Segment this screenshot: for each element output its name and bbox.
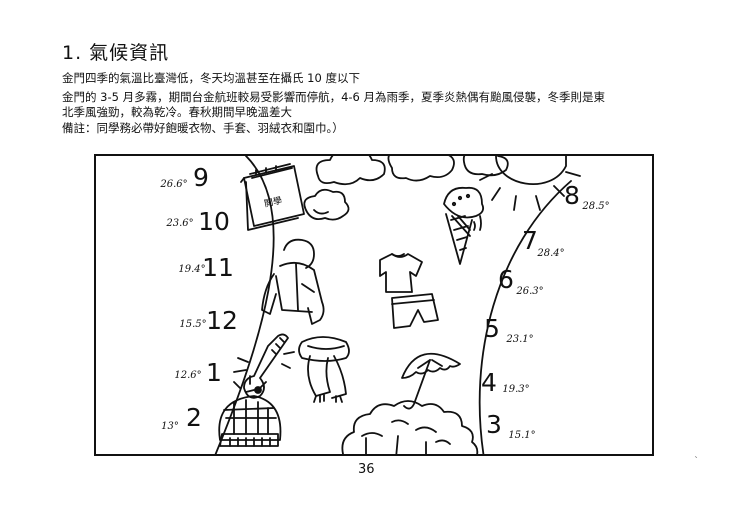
jacket-icon (261, 238, 325, 325)
month-label: 8 (564, 181, 580, 210)
temperature-label: 23.6° (166, 218, 194, 229)
month-label: 7 (522, 226, 538, 255)
ice-cream-icon (443, 186, 485, 265)
temperature-label: 15.1° (508, 430, 536, 441)
cloud-icon (303, 188, 350, 221)
calendar-label: 開學 (263, 194, 283, 209)
climate-paragraph-3: 北季風強勁，較為乾冷。春秋期間早晚溫差大 (62, 105, 292, 119)
month-label: 11 (202, 253, 234, 282)
section-title: 1. 氣候資訊 (62, 42, 170, 64)
month-label: 9 (193, 163, 209, 192)
temperature-label: 19.3° (502, 384, 530, 395)
climate-illustration: 開學 9 26.6° 10 23.6° 11 19.4° 12 15.5° 1 … (94, 154, 654, 456)
sun-icon (479, 156, 581, 211)
temperature-label: 19.4° (178, 264, 206, 275)
thermometer-icon (233, 333, 295, 399)
month-label: 2 (186, 403, 202, 432)
month-label: 1 (206, 358, 222, 387)
page-number: 36 (358, 462, 375, 477)
t-shirt-icon (379, 253, 423, 293)
climate-paragraph-2: 金門的 3-5 月多霧，期間台金航班較易受影響而停航，4-6 月為雨季，夏季炎熱… (62, 90, 606, 104)
month-label: 4 (481, 368, 497, 397)
trees-icon (341, 400, 479, 454)
cloud-icon (387, 156, 455, 182)
temperature-label: 13° (161, 421, 179, 432)
climate-paragraph-1: 金門四季的氣溫比臺灣低，冬天均溫甚至在攝氏 10 度以下 (62, 71, 360, 85)
temperature-label: 28.5° (582, 201, 610, 212)
left-arc (214, 156, 275, 454)
cloud-icon (315, 156, 386, 186)
temperature-label: 15.5° (179, 319, 207, 330)
month-label: 6 (498, 265, 514, 294)
umbrella-icon (401, 352, 461, 410)
climate-note: 備註：同學務必帶好飽暖衣物、手套、羽絨衣和圍巾。） (62, 121, 344, 135)
month-label: 5 (484, 314, 500, 343)
scarf-icon (298, 336, 350, 403)
month-label: 10 (198, 207, 230, 236)
right-arc (478, 180, 572, 454)
temperature-label: 26.3° (516, 286, 544, 297)
cloud-icon (462, 156, 509, 177)
temperature-label: 28.4° (537, 248, 565, 259)
illustration-drawing: 開學 (214, 156, 581, 454)
calendar-icon (240, 163, 305, 231)
corner-mark: ˋ (694, 456, 699, 467)
shorts-icon (391, 293, 439, 329)
temperature-label: 23.1° (506, 334, 534, 345)
month-label: 3 (486, 410, 502, 439)
temperature-label: 26.6° (160, 179, 188, 190)
beanie-icon (218, 375, 282, 447)
month-label: 12 (206, 306, 238, 335)
temperature-label: 12.6° (174, 370, 202, 381)
